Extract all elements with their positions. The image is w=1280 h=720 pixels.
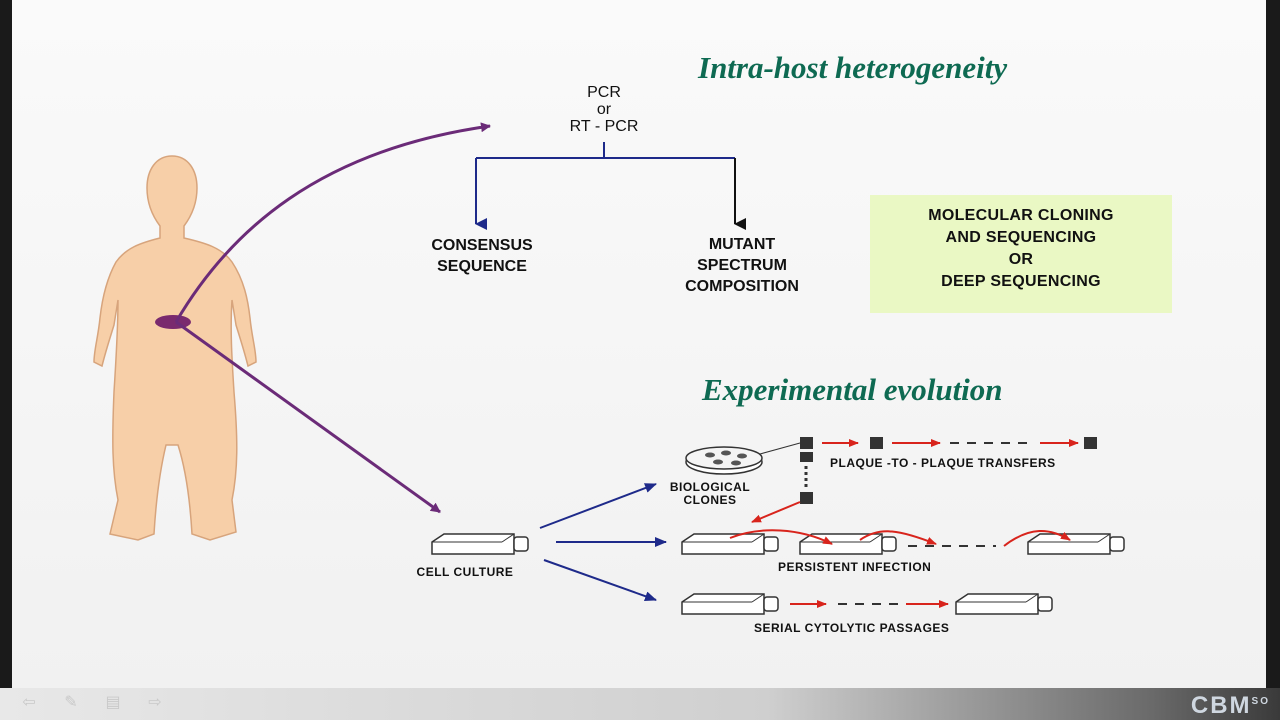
menu-icon[interactable]: ▤ (105, 694, 121, 711)
mutant-line-3: COMPOSITION (685, 278, 799, 295)
box-line-2: AND SEQUENCING (945, 229, 1097, 246)
pcr-branch-lines (475, 142, 746, 230)
flask-icon-persistent-3 (1027, 533, 1125, 555)
next-arrow-icon[interactable]: ⇨ (148, 694, 162, 711)
consensus-line-1: CONSENSUS (431, 237, 533, 254)
biological-clones-label: BIOLOGICAL CLONES (660, 481, 760, 507)
arrow-to-cell-culture (175, 320, 441, 514)
plaque-transfer-chain (751, 437, 1097, 523)
title-experimental-evolution: Experimental evolution (702, 372, 1003, 407)
box-line-3: OR (1008, 251, 1034, 268)
title-intra-host: Intra-host heterogeneity (698, 50, 1008, 85)
persistent-infection-label: PERSISTENT INFECTION (778, 560, 932, 574)
plaque-transfers-label: PLAQUE -TO - PLAQUE TRANSFERS (830, 456, 1056, 470)
arrow-to-pcr (174, 122, 491, 323)
logo-text: CBM (1190, 692, 1252, 719)
slide: Intra-host heterogeneity Experimental ev… (12, 0, 1266, 688)
persistent-infection-arrows (729, 529, 1071, 547)
box-line-4: DEEP SEQUENCING (941, 273, 1101, 290)
pcr-label: PCR or RT - PCR (552, 84, 656, 135)
box-line-1: MOLECULAR CLONING (928, 207, 1114, 224)
mutant-line-1: MUTANT (708, 236, 776, 253)
pcr-line-2: or (596, 101, 612, 118)
pcr-line-1: PCR (587, 84, 621, 101)
logo-suffix: SO (1251, 696, 1270, 707)
clones-line-2: CLONES (683, 493, 737, 507)
consensus-sequence-label: CONSENSUS SEQUENCE (422, 235, 542, 277)
serial-passages-label: SERIAL CYTOLYTIC PASSAGES (754, 621, 950, 635)
consensus-line-2: SEQUENCE (437, 258, 527, 275)
mutant-spectrum-label: MUTANT SPECTRUM COMPOSITION (662, 234, 822, 297)
sequencing-methods-box: MOLECULAR CLONING AND SEQUENCING OR DEEP… (870, 195, 1172, 313)
organ-icon (155, 315, 191, 329)
pen-icon[interactable]: ✎ (64, 694, 78, 711)
pcr-line-3: RT - PCR (569, 118, 639, 135)
cbm-logo: CBMSO (1191, 692, 1270, 720)
flask-icon-persistent-1 (681, 533, 779, 555)
flask-icon-serial-1 (681, 593, 779, 615)
presentation-toolbar: ⇦ ✎ ▤ ⇨ CBMSO (0, 688, 1280, 720)
arrow-to-clones (539, 483, 657, 529)
diagram-canvas (93, 122, 1125, 615)
clones-line-1: BIOLOGICAL (669, 480, 751, 494)
human-body-icon (93, 155, 257, 541)
petri-dish-icon (685, 442, 801, 475)
flask-icon-cell-culture (431, 533, 529, 555)
prev-arrow-icon[interactable]: ⇦ (22, 694, 36, 711)
flask-icon-serial-2 (955, 593, 1053, 615)
mutant-line-2: SPECTRUM (697, 257, 787, 274)
arrow-to-serial (543, 559, 657, 602)
cell-culture-label: CELL CULTURE (416, 565, 514, 579)
